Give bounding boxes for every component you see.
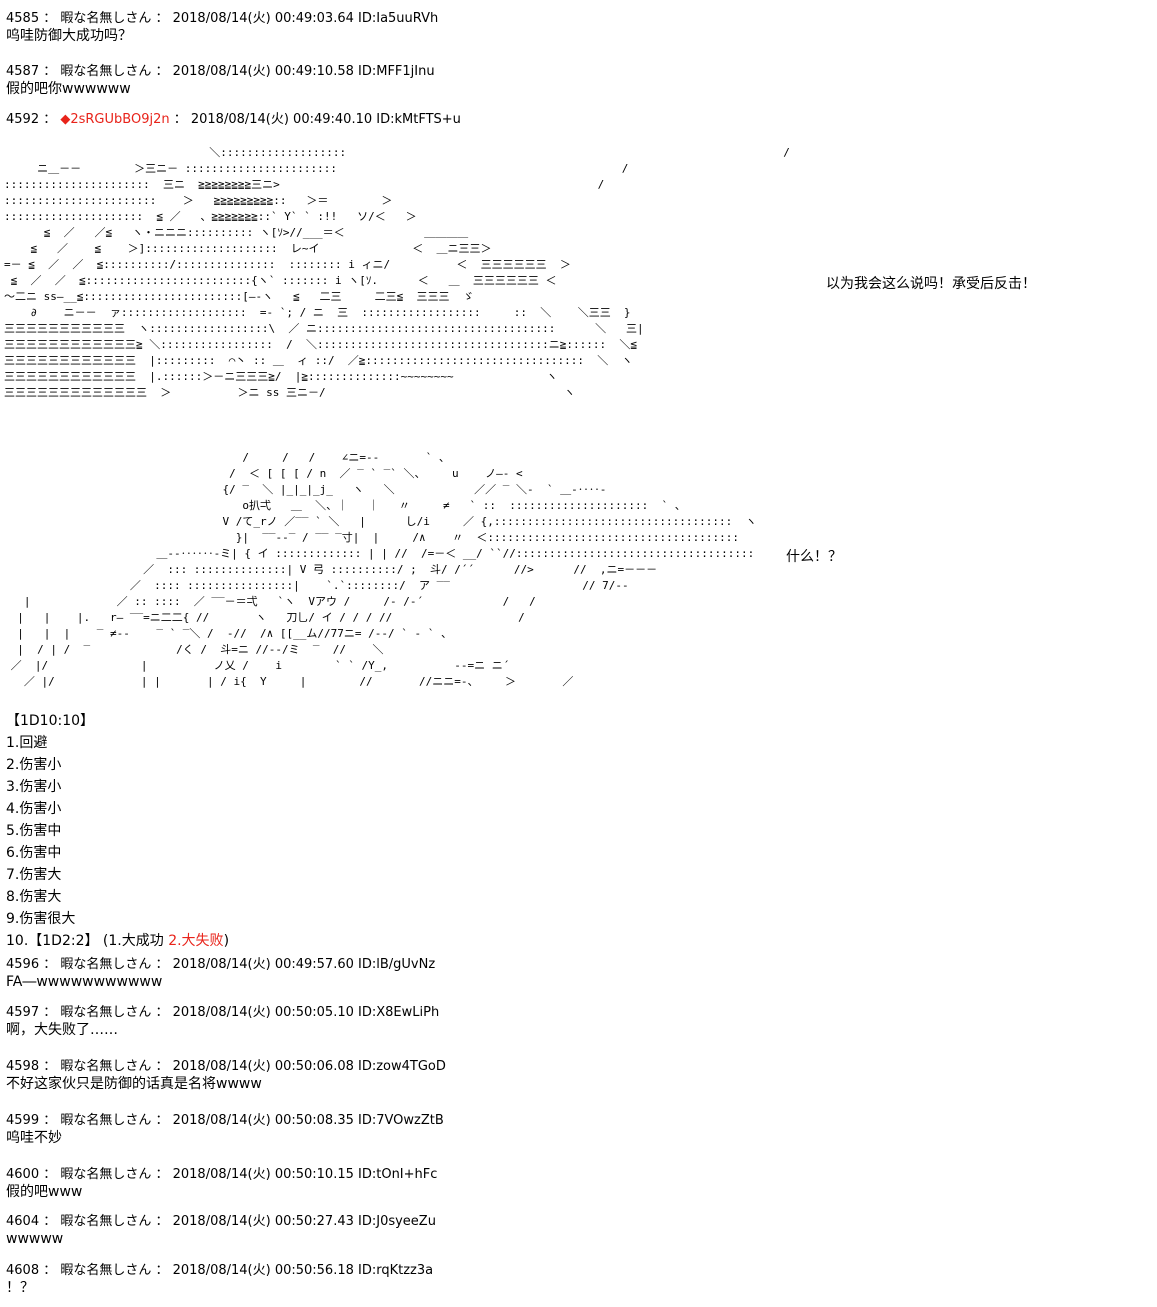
post-header: 4600 ： 暇な名無しさん ： 2018/08/14(火) 00:50:10.… (6, 1167, 438, 1182)
art-caption: 以为我会这么说吗！承受后反击！ (826, 276, 1036, 292)
post-header: 4596 ： 暇な名無しさん ： 2018/08/14(火) 00:49:57.… (6, 957, 436, 972)
post-header: 4608 ： 暇な名無しさん ： 2018/08/14(火) 00:50:56.… (6, 1263, 434, 1278)
post-number: 4592 ： (6, 112, 61, 127)
list-item: 6.伤害中 (6, 845, 62, 861)
post-header: 4598 ： 暇な名無しさん ： 2018/08/14(火) 00:50:06.… (6, 1059, 446, 1074)
list-item: 8.伤害大 (6, 889, 62, 905)
list-item: 1.回避 (6, 735, 48, 751)
ascii-art-surprised: / / / ∠ニ=-- ` 、 / ＜ [ [ [ / n ／ ‾ ` ‾` ＼… (10, 451, 757, 688)
post-body: 假的吧www (6, 1184, 83, 1200)
post-4592: 4592 ： ◆2sRGUbBO9j2n ： 2018/08/14(火) 00:… (6, 111, 1146, 128)
list-item: 7.伤害大 (6, 867, 62, 883)
dice-result-list: 【1D10:10】 1.回避 2.伤害小 3.伤害小 4.伤害小 5.伤害中 6… (6, 710, 606, 952)
list-item: 5.伤害中 (6, 823, 62, 839)
post-body: 假的吧你wwwwww (6, 81, 131, 97)
post-header: 4587 ： 暇な名無しさん ： 2018/08/14(火) 00:49:10.… (6, 64, 435, 79)
post-4599: 4599 ： 暇な名無しさん ： 2018/08/14(火) 00:50:08.… (6, 1112, 1146, 1147)
list-item: 4.伤害小 (6, 801, 62, 817)
item-result-red: 2.大失败 (168, 933, 224, 949)
post-4597: 4597 ： 暇な名無しさん ： 2018/08/14(火) 00:50:05.… (6, 1004, 1146, 1039)
post-4604: 4604 ： 暇な名無しさん ： 2018/08/14(火) 00:50:27.… (6, 1213, 1146, 1248)
post-body: 不好这家伙只是防御的话真是名将wwww (6, 1076, 262, 1092)
ascii-art-counterattack: ＼::::::::::::::::::: / ニ＿－－ ＞三ニ－ :::::::… (4, 146, 790, 399)
post-header: 4597 ： 暇な名無しさん ： 2018/08/14(火) 00:50:05.… (6, 1005, 440, 1020)
post-header: 4604 ： 暇な名無しさん ： 2018/08/14(火) 00:50:27.… (6, 1214, 436, 1229)
post-4600: 4600 ： 暇な名無しさん ： 2018/08/14(火) 00:50:10.… (6, 1166, 1146, 1201)
list-item: 2.伤害小 (6, 757, 62, 773)
post-meta: ： 2018/08/14(火) 00:49:40.10 ID:kMtFTS+u (169, 112, 461, 127)
post-header: 4585 ： 暇な名無しさん ： 2018/08/14(火) 00:49:03.… (6, 11, 439, 26)
post-4585: 4585 ： 暇な名無しさん ： 2018/08/14(火) 00:49:03.… (6, 10, 1146, 45)
post-body: FA―wwwwwwwwwww (6, 974, 163, 990)
tripcode: ◆2sRGUbBO9j2n (60, 112, 170, 127)
list-item-last: 10.【1D2:2】 (1.大成功 2.大失败) (6, 930, 606, 952)
post-4596: 4596 ： 暇な名無しさん ： 2018/08/14(火) 00:49:57.… (6, 956, 1146, 991)
post-body: ！？ (6, 1280, 34, 1296)
post-4598: 4598 ： 暇な名無しさん ： 2018/08/14(火) 00:50:06.… (6, 1058, 1146, 1093)
list-item: 3.伤害小 (6, 779, 62, 795)
post-body: 呜哇不妙 (6, 1130, 62, 1146)
item-suffix: ) (223, 933, 230, 949)
post-4608: 4608 ： 暇な名無しさん ： 2018/08/14(火) 00:50:56.… (6, 1262, 1146, 1297)
art-caption: 什么！？ (786, 549, 842, 565)
dice-header: 【1D10:10】 (6, 713, 95, 729)
post-body: wwwww (6, 1231, 64, 1247)
post-body: 啊，大失败了…… (6, 1022, 118, 1038)
item-prefix: 10.【1D2:2】 (1.大成功 (6, 933, 169, 949)
post-4587: 4587 ： 暇な名無しさん ： 2018/08/14(火) 00:49:10.… (6, 63, 1146, 98)
post-header: 4599 ： 暇な名無しさん ： 2018/08/14(火) 00:50:08.… (6, 1113, 444, 1128)
post-header: 4592 ： ◆2sRGUbBO9j2n ： 2018/08/14(火) 00:… (6, 111, 1146, 128)
post-body: 呜哇防御大成功吗？ (6, 28, 132, 44)
list-item: 9.伤害很大 (6, 911, 76, 927)
